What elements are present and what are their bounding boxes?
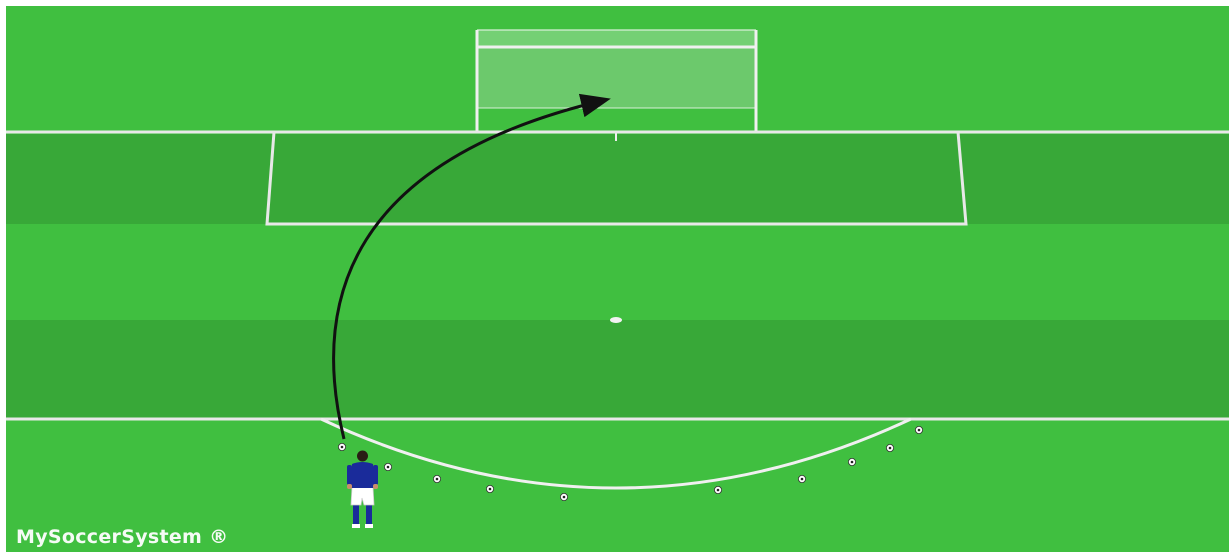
ball: [560, 493, 567, 500]
ball: [486, 485, 493, 492]
ball: [915, 426, 922, 433]
grass-band: [6, 224, 1229, 320]
penalty-spot: [610, 317, 622, 323]
ball: [384, 463, 391, 470]
ball: [798, 475, 805, 482]
ball: [714, 486, 721, 493]
ball: [338, 443, 345, 450]
ball: [433, 475, 440, 482]
ball: [886, 444, 893, 451]
grass-band: [6, 134, 1229, 224]
ball: [848, 458, 855, 465]
grass-band: [6, 320, 1229, 419]
watermark-logo-text: MySoccerSystem ®: [16, 526, 228, 548]
